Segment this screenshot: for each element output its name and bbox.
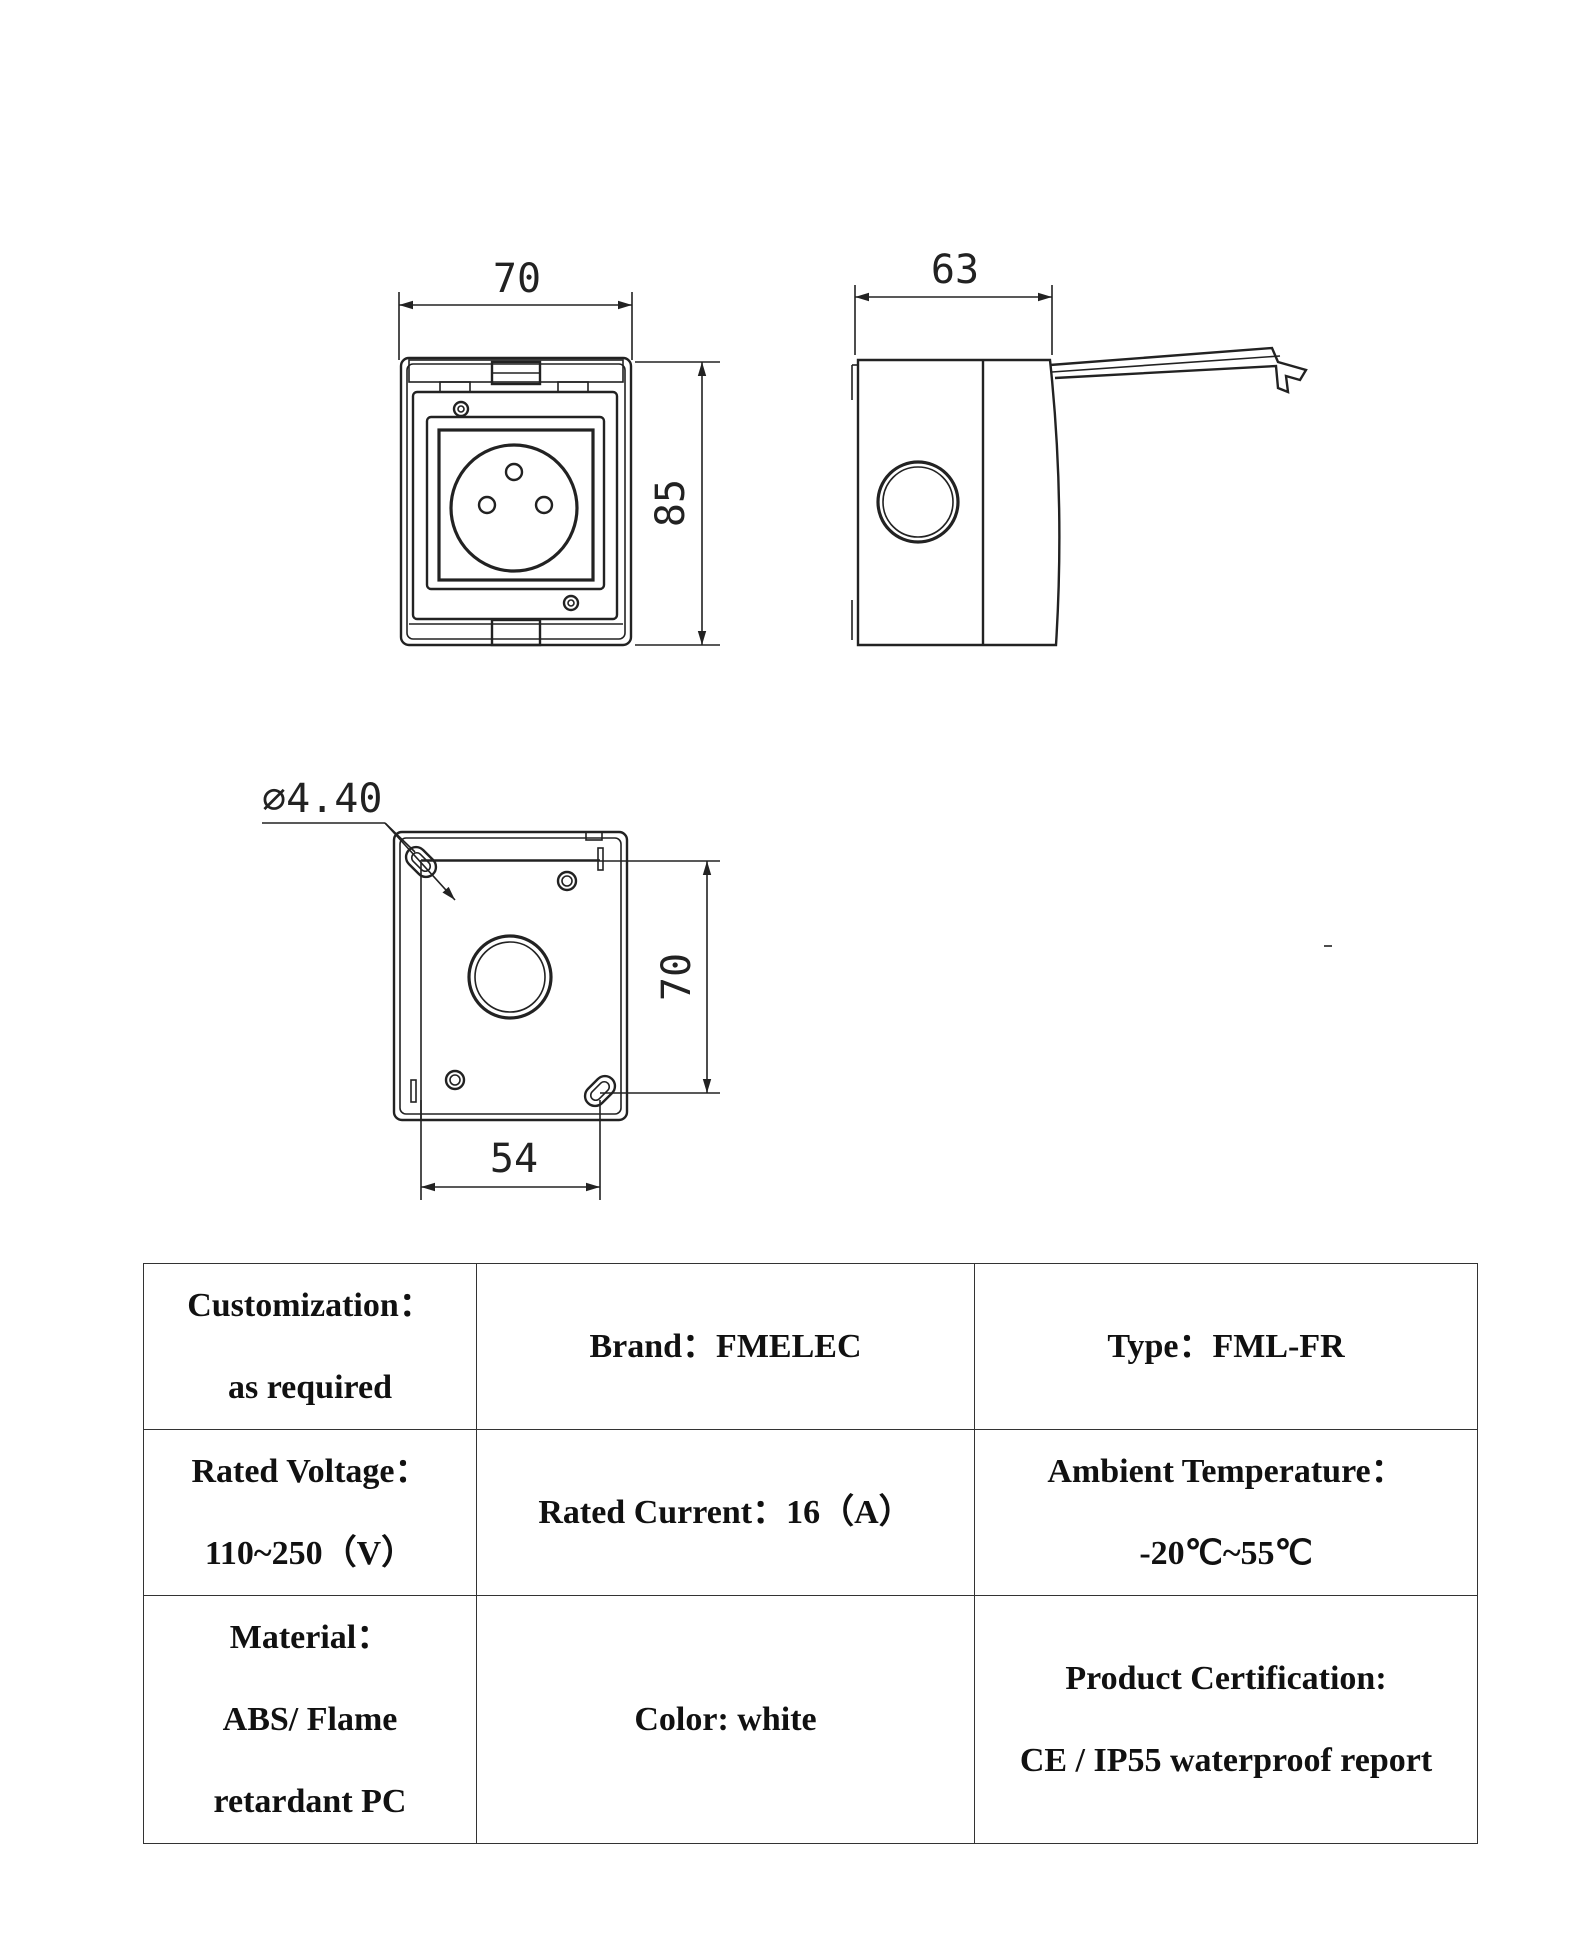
side-depth-label: 63 (931, 247, 979, 293)
brand-text: Brand：FMELEC (589, 1327, 862, 1365)
technical-drawing: 70 85 (262, 247, 1332, 1200)
color-text: Color: white (634, 1700, 817, 1738)
hole-diameter-label: ∅4.40 (262, 776, 382, 822)
back-view: ∅4.40 70 (262, 776, 720, 1200)
temperature-cell: Ambient Temperature： -20℃~55℃ (974, 1429, 1478, 1596)
voltage-value: 110~250（V） (204, 1534, 416, 1572)
back-height-label: 70 (654, 953, 700, 1001)
spec-table: Customization： as required Brand：FMELEC … (143, 1263, 1478, 1844)
color-cell: Color: white (476, 1595, 975, 1844)
certification-label: Product Certification: (1065, 1659, 1387, 1697)
temperature-label: Ambient Temperature： (1047, 1452, 1405, 1490)
customization-value: as required (227, 1368, 393, 1406)
temperature-value: -20℃~55℃ (1139, 1534, 1313, 1572)
material-line-1: ABS/ Flame (222, 1700, 398, 1738)
back-width-label: 54 (490, 1136, 538, 1182)
table-row: Customization： as required Brand：FMELEC … (143, 1263, 1478, 1430)
certification-cell: Product Certification: CE / IP55 waterpr… (974, 1595, 1478, 1844)
material-label: Material： (229, 1618, 391, 1656)
certification-value: CE / IP55 waterproof report (1019, 1741, 1433, 1779)
table-row: Rated Voltage： 110~250（V） Rated Current：… (143, 1429, 1478, 1596)
front-width-label: 70 (493, 256, 541, 302)
type-text: Type：FML-FR (1107, 1327, 1345, 1365)
material-cell: Material： ABS/ Flame retardant PC (143, 1595, 477, 1844)
front-height-label: 85 (648, 479, 694, 527)
table-row: Material： ABS/ Flame retardant PC Color:… (143, 1595, 1478, 1844)
side-view: 63 (851, 247, 1308, 647)
brand-cell: Brand：FMELEC (476, 1263, 975, 1430)
customization-cell: Customization： as required (143, 1263, 477, 1430)
customization-label: Customization： (187, 1286, 433, 1324)
voltage-cell: Rated Voltage： 110~250（V） (143, 1429, 477, 1596)
current-text: Rated Current：16（A） (538, 1493, 913, 1531)
material-line-2: retardant PC (213, 1782, 407, 1820)
front-view: 70 85 (398, 256, 720, 647)
current-cell: Rated Current：16（A） (476, 1429, 975, 1596)
type-cell: Type：FML-FR (974, 1263, 1478, 1430)
voltage-label: Rated Voltage： (191, 1452, 429, 1490)
